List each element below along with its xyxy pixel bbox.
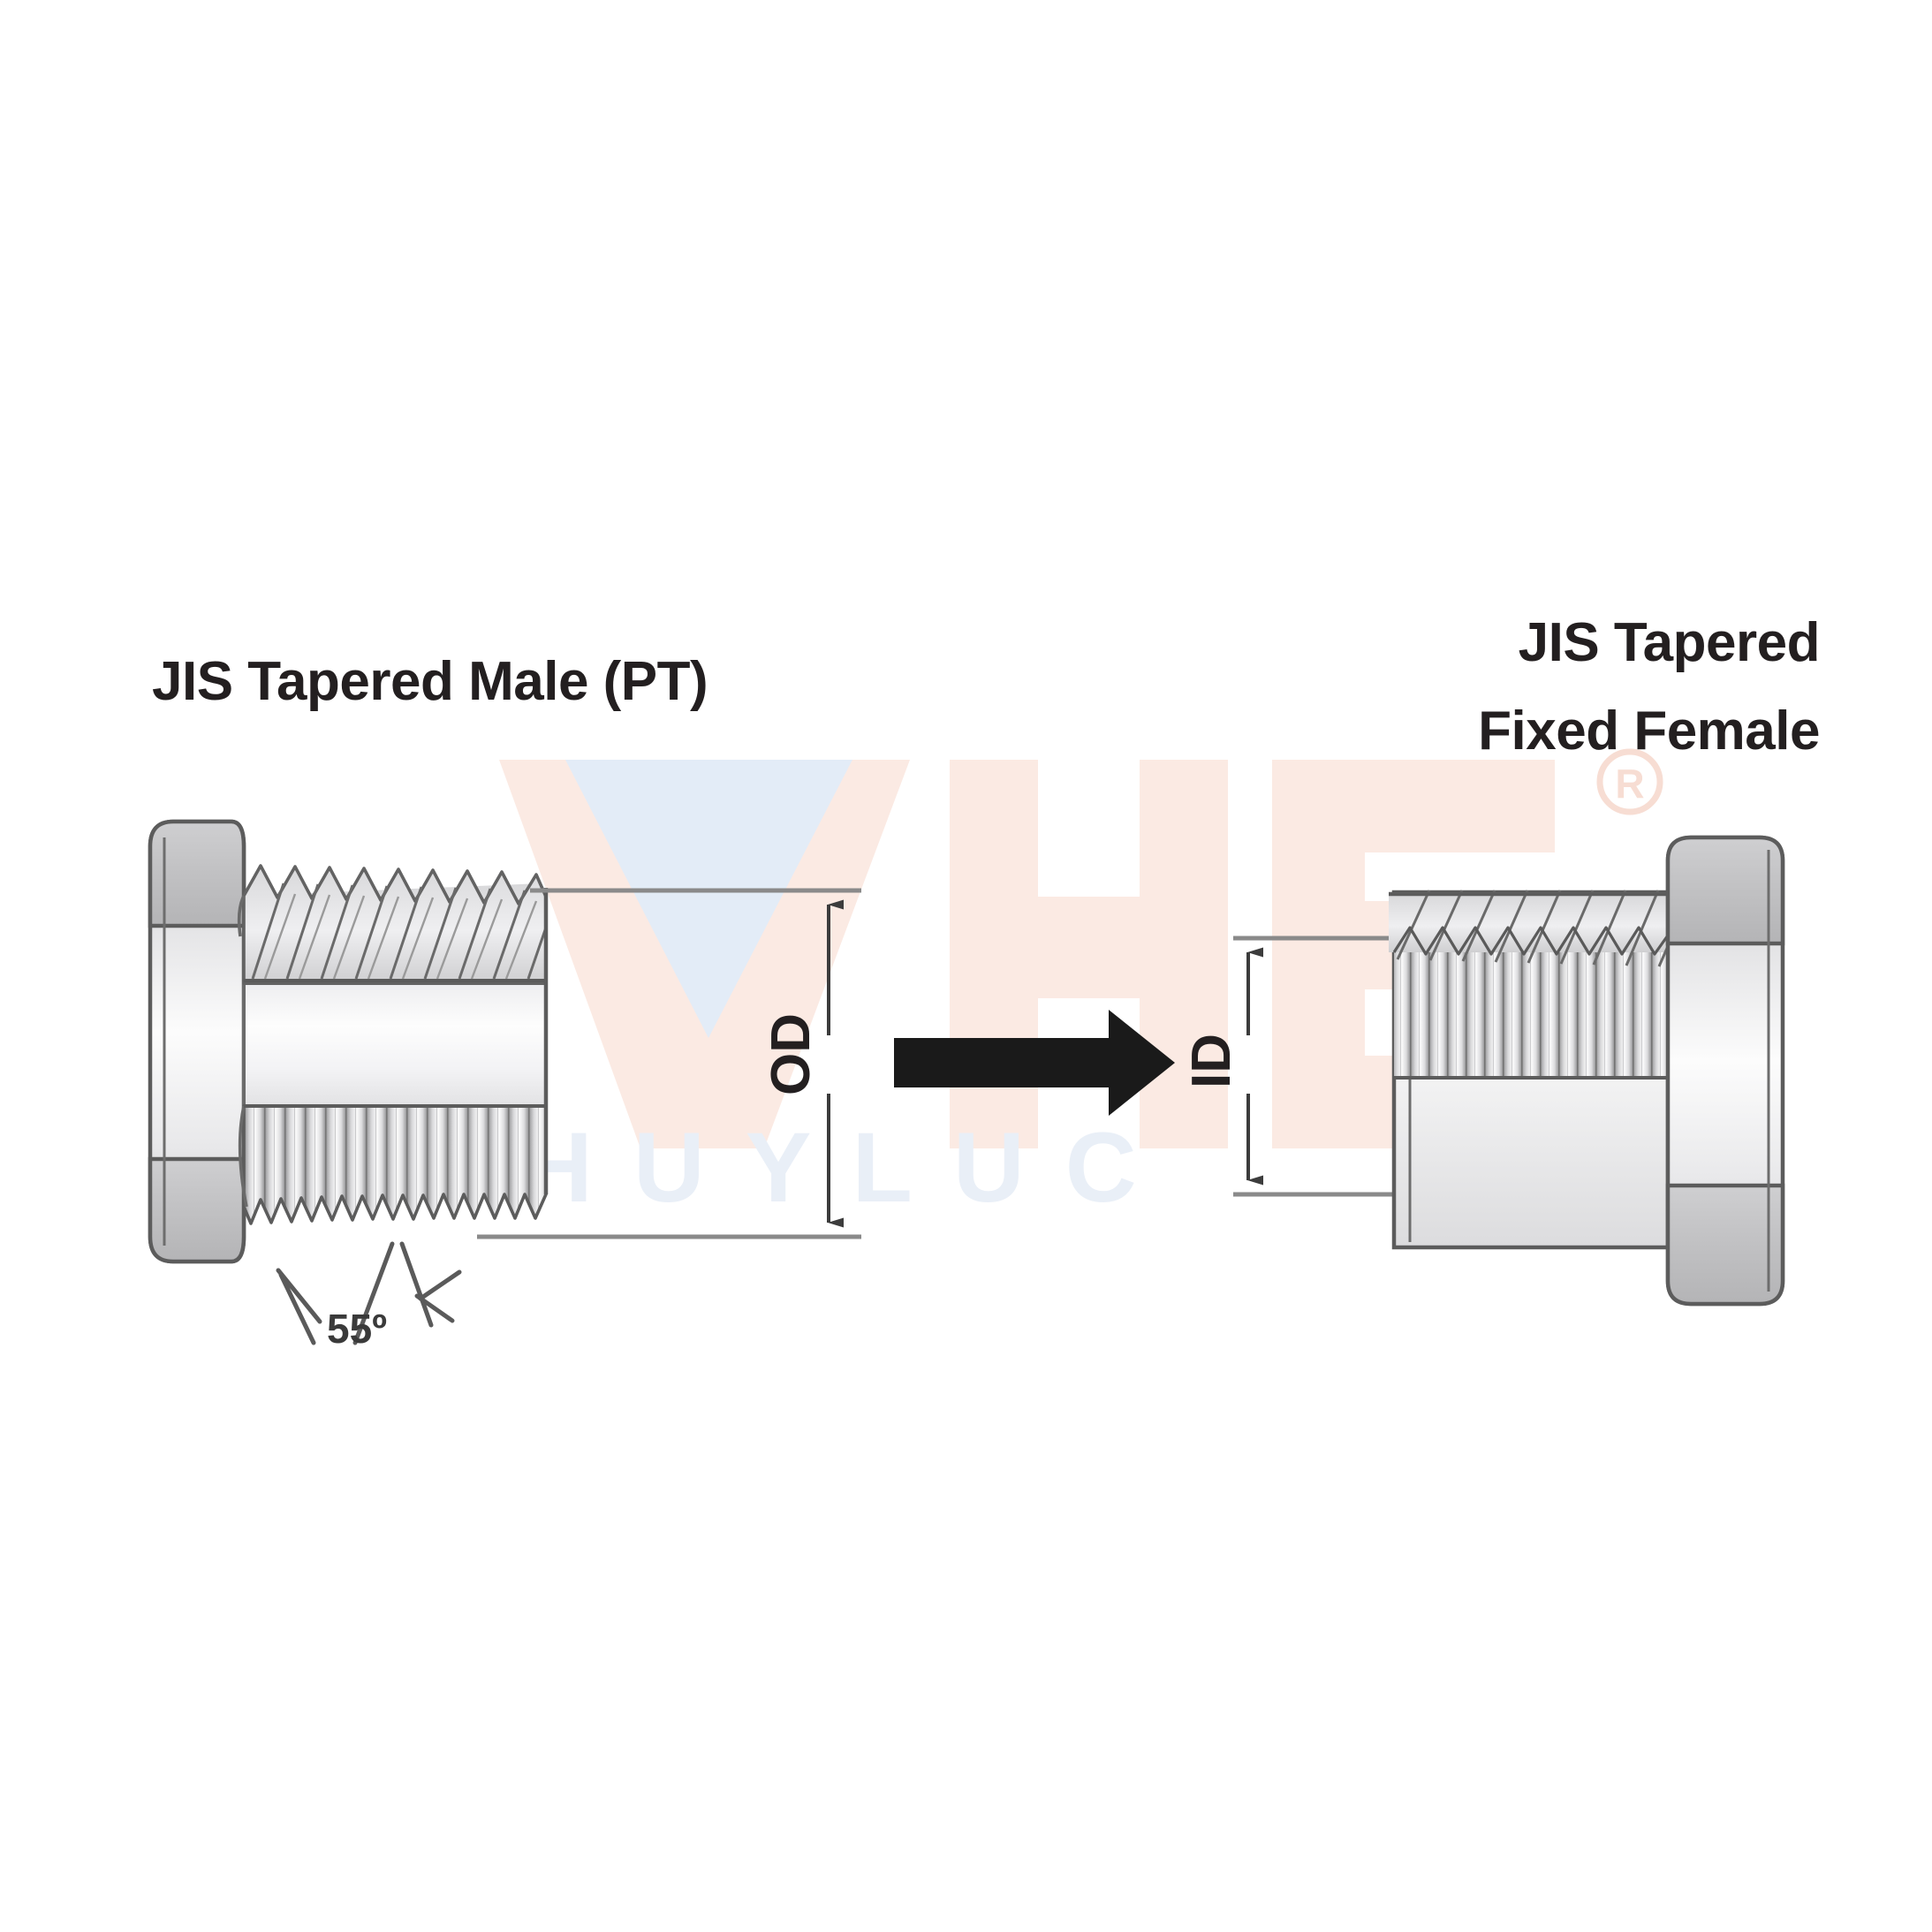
watermark-brand-text: HUYLUC [521,1112,1178,1223]
male-hex-top-chamfer [148,819,246,928]
female-fitting [1389,835,1785,1307]
angle-leader-right [418,1269,462,1301]
male-fitting [148,819,549,1264]
male-shank-band [242,981,548,1108]
angle-line-a [352,1241,395,1345]
od-label: OD [761,1013,822,1095]
male-hex-bottom-chamfer [148,1156,246,1264]
male-lower-thread [238,1104,548,1225]
thread-angle-callout: 55º [276,1241,462,1352]
id-dimension: ID [1181,936,1449,1197]
watermark-letter-v [499,760,910,1148]
angle-leader-right-tick [414,1293,455,1323]
id-label: ID [1181,1034,1242,1088]
angle-line-b [399,1241,434,1328]
thread-angle-label: 55º [327,1306,387,1352]
watermark-registered-icon: R [1596,748,1663,815]
male-upper-thread [237,864,548,985]
angle-leader-left-tick [278,1272,316,1345]
female-part-title-line2: Fixed Female [1478,701,1820,761]
flow-arrow [894,1010,1175,1116]
female-hex-bottom-chamfer [1665,1183,1785,1307]
watermark-accent-triangle [565,760,852,1038]
od-dimension: OD [477,888,861,1239]
svg-text:R: R [1615,761,1644,807]
female-internal-thread [1389,890,1673,1080]
arrow-right-icon [894,1010,1175,1116]
female-part-title-line1: JIS Tapered [1519,612,1820,673]
male-part-title: JIS Tapered Male (PT) [152,651,708,712]
female-hex-top-chamfer [1665,835,1785,946]
